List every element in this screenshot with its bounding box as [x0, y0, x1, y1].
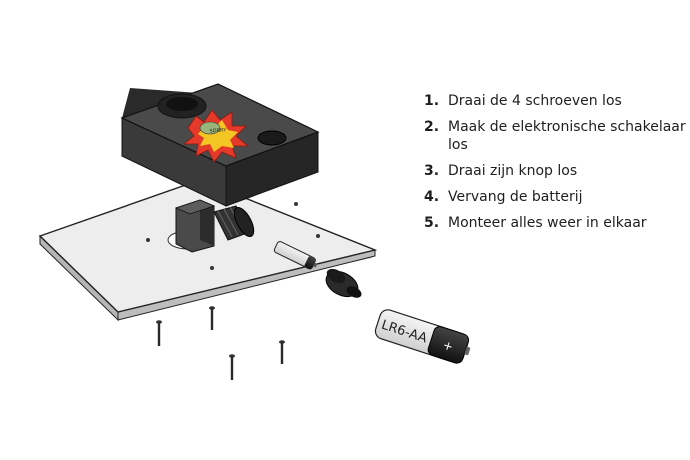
- step-5: 5. Monteer alles weer in elkaar: [424, 214, 686, 232]
- battery-terminal: [312, 262, 318, 268]
- plate-hole: [294, 202, 298, 206]
- step-text: Draai de 4 schroeven los: [448, 93, 622, 109]
- instruction-steps: 1. Draai de 4 schroeven los 2. Maak de e…: [424, 92, 686, 240]
- switch-bracket: [174, 199, 216, 253]
- switch-thread: [213, 205, 255, 241]
- screw: [156, 320, 162, 346]
- step-3: 3. Draai zijn knop los: [424, 162, 686, 180]
- large-battery: LR6-AA +: [374, 309, 471, 364]
- screw: [229, 354, 235, 380]
- step-text: Draai zijn knop los: [448, 163, 578, 179]
- step-4: 4. Vervang de batterij: [424, 188, 686, 206]
- box-button: [257, 130, 287, 146]
- step-number: 1.: [424, 93, 440, 109]
- step-number: 4.: [424, 189, 440, 205]
- step-number: 5.: [424, 215, 440, 231]
- step-number: 2.: [424, 119, 440, 135]
- step-text: Monteer alles weer in elkaar: [448, 215, 647, 231]
- step-number: 3.: [424, 163, 440, 179]
- battery-terminal: [464, 346, 471, 356]
- sorry-sticker: SORRY: [182, 109, 250, 163]
- step-text: Maak de elektronische schakelaar los: [448, 119, 686, 153]
- screws: [156, 306, 285, 380]
- removed-knob: [325, 268, 362, 298]
- step-1: 1. Draai de 4 schroeven los: [424, 92, 686, 110]
- plate-hole: [210, 266, 214, 270]
- base-plate: [38, 179, 378, 322]
- battery-plus-label: +: [441, 338, 455, 354]
- sticker-label: SORRY: [209, 127, 227, 134]
- step-text: Vervang de batterij: [448, 189, 583, 205]
- screw: [209, 306, 215, 330]
- plate-hole: [146, 238, 150, 242]
- small-battery: [273, 241, 318, 270]
- step-2: 2. Maak de elektronische schakelaar los: [424, 118, 686, 154]
- screw: [279, 340, 285, 364]
- plate-hole: [316, 234, 320, 238]
